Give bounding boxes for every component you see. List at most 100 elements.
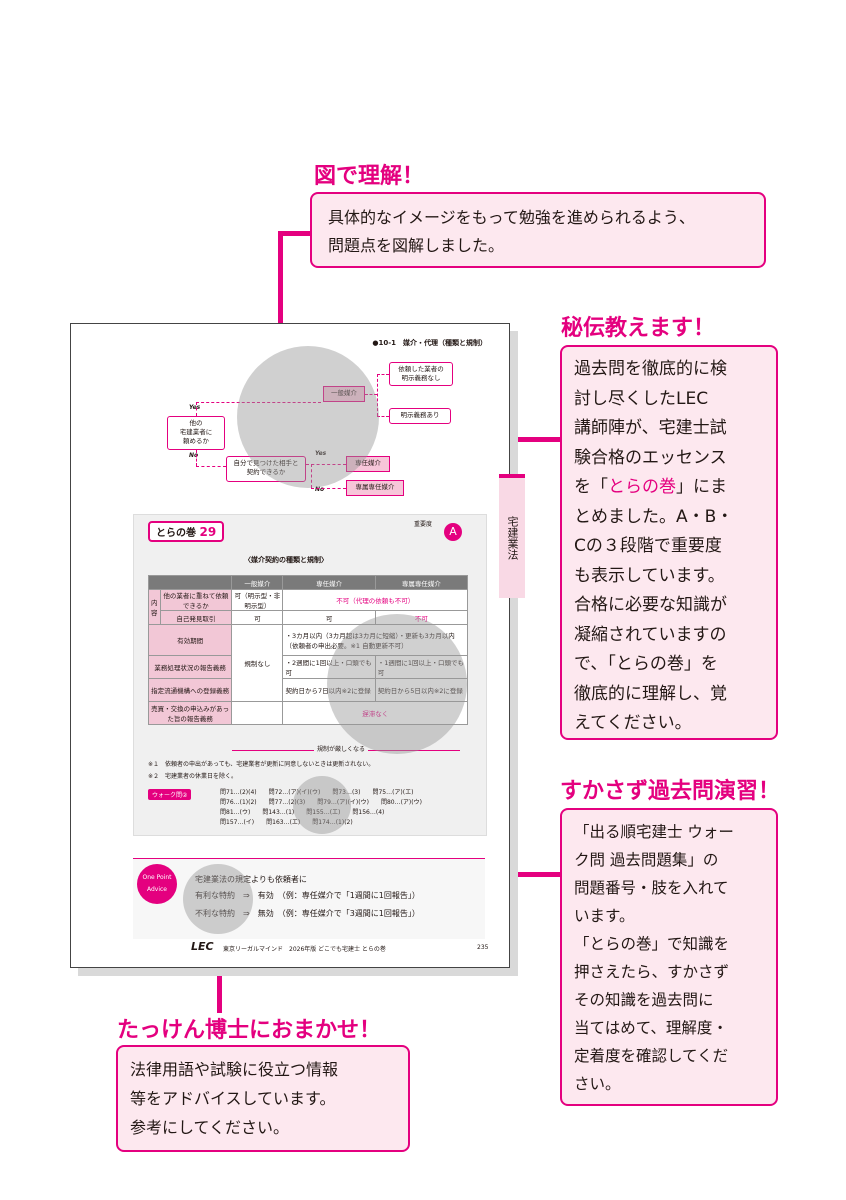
importance-badge: A [444, 523, 462, 541]
callout-hiden-line-10: 凝縮されていますの [574, 624, 727, 645]
connector-zu-vertical [278, 231, 283, 331]
chapter-tab: 宅建業法 [499, 474, 525, 598]
callout-sukasazu: 「出る順宅建士 ウォー ク問 過去問題集」の 問題番号・肢を入れて います。 「… [560, 808, 778, 1106]
side-label: 内容 [148, 589, 161, 625]
walk-line-1: 問71…(2)(4) 問72…(ア)(イ)(ウ) 問73…(3) 問75…(ア)… [220, 789, 414, 796]
cell-3-senin: ・3カ月以内（3カ月超は3カ月に短縮）・更新も3カ月以内（依頼者の申出必要。※1… [282, 624, 468, 656]
note-1: ※１ 依頼者の申出があっても、宅建業者が更新に同意しないときは更新されない。 [148, 761, 375, 768]
cell-3-ippan: 規制なし [231, 624, 284, 702]
callout-hiden-line-7: Cの３段階で重要度 [574, 536, 722, 556]
header-senzoku: 専属専任媒介 [374, 575, 469, 590]
callout-takken-line-1: 法律用語や試験に役立つ情報 [130, 1060, 339, 1079]
tora-block: とらの巻 29 重要度 A 〈媒介契約の種類と規制〉 一般媒介 専任媒介 専属専… [133, 514, 487, 836]
callout-hiden-line-8: も表示しています。 [574, 565, 725, 586]
flow-yes-label: Yes [189, 404, 201, 411]
flow-self-question: 自分で見つけた相手と 契約できるか [226, 456, 306, 482]
cell-4-senzoku: ・1週間に1回以上・口頭でも可 [374, 655, 469, 679]
flow-other-question-line-1: 他の [189, 419, 203, 427]
callout-sukasazu-line-1: 「出る順宅建士 ウォー [574, 823, 734, 841]
onepoint-intro: 宅建業法の規定よりも依頼者に [195, 875, 307, 884]
cell-1-senin: 不可（代理の依頼も不可） [282, 589, 468, 611]
highlight-circle-diagram [237, 346, 379, 488]
callout-takken-line-3: 参考にしてください。 [130, 1118, 290, 1137]
callout-zu-line-1: 具体的なイメージをもって勉強を進められるよう、 [328, 208, 695, 227]
callout-hiden-line-12: 徹底的に理解し、覚 [574, 683, 727, 704]
cell-1-ippan: 可（明示型・非明示型） [231, 589, 284, 611]
flow-disclose-none-line-2: 明示義務なし [401, 374, 441, 382]
callout-sukasazu-line-6: 押さえたら、すかさず [574, 963, 730, 981]
walk-line-3: 問81…(ウ) 問143…(1) 問155…(エ) 問156…(4) [220, 809, 385, 816]
flow-disclose-none-line-1: 依頼した業者の [398, 365, 444, 373]
onepoint-line-2: 不利な特約 ⇒ 無効 （例：専任媒介で「3週間に1回報告」） [195, 909, 420, 918]
footer-publisher: 東京リーガルマインド 2026年版 どこでも宅建士 とらの巻 [223, 946, 386, 953]
tora-title: とらの巻 [156, 528, 196, 539]
cell-2-senin: 可 [282, 610, 376, 625]
header-senin: 専任媒介 [282, 575, 376, 590]
callout-zu-line-2: 問題点を図解しました。 [328, 236, 505, 255]
footer-logo: LEC [191, 940, 214, 953]
flow-other-question-line-2: 宅建業者に [179, 428, 213, 436]
flow-self-question-line-2: 契約できるか [246, 468, 286, 476]
note-2: ※２ 宅建業者の休業日を除く。 [148, 773, 238, 780]
row-label-1: 他の業者に重ねて依頼できるか [159, 589, 233, 611]
row-label-4: 業務処理状況の報告義務 [147, 655, 233, 679]
flow-other-question: 他の 宅建業者に 頼めるか [167, 416, 225, 450]
strictness-note: 規制が厳しくなる [314, 744, 369, 753]
callout-hiden-line-6: とめました。A・B・ [574, 506, 734, 527]
connector-zu [278, 231, 312, 236]
callout-hiden-line-1: 過去問を徹底的に検 [574, 359, 727, 379]
flow-yes-label-2: Yes [315, 450, 327, 457]
callout-takken: 法律用語や試験に役立つ情報 等をアドバイスしています。 参考にしてください。 [116, 1045, 410, 1152]
callout-hiden-line-13: えてください。 [574, 713, 692, 733]
callout-hiden-line-11: で、「とらの巻」を [574, 654, 718, 674]
callout-sukasazu-line-8: 当てはめて、理解度・ [574, 1019, 728, 1037]
walk-line-4: 問157…(イ) 問163…(エ) 問174…(1)(2) [220, 819, 353, 826]
callout-sukasazu-line-10: さい。 [574, 1075, 621, 1093]
callout-sukasazu-line-7: その知識を過去問に [574, 991, 714, 1009]
importance-label: 重要度 [414, 521, 433, 528]
cell-6-senin: 遅滞なく [282, 701, 468, 725]
onepoint-section [133, 858, 485, 939]
callout-hiden-line-2: 討し尽くしたLEC [574, 388, 709, 409]
callout-sukasazu-line-4: います。 [574, 907, 635, 925]
onepoint-badge: One Point Advice [137, 864, 177, 904]
flow-ippan-box: 一般媒介 [323, 386, 365, 402]
callout-zu: 具体的なイメージをもって勉強を進められるよう、 問題点を図解しました。 [310, 192, 766, 268]
footer-page-number: 235 [477, 944, 489, 951]
callout-hiden-line-9: 合格に必要な知識が [574, 595, 727, 615]
callout-hiden-line-3: 講師陣が、宅建士試 [574, 418, 727, 438]
highlight-circle-onepoint [183, 864, 253, 934]
callout-sukasazu-line-9: 定着度を確認してくだ [574, 1047, 729, 1065]
callout-hiden-line-4: 験合格のエッセンス [574, 447, 727, 468]
row-label-5: 指定流通機構への登録義務 [147, 678, 233, 702]
cell-5-senzoku: 契約日から5日以内※2に登録 [374, 678, 469, 702]
flow-no-label-2: No [315, 486, 325, 493]
book-page: ●10-1 媒介・代理（種類と規制） 他の 宅建業者に 頼めるか Yes No … [70, 323, 525, 968]
flow-other-question-line-3: 頼めるか [183, 437, 209, 445]
callout-sukasazu-line-3: 問題番号・肢を入れて [574, 879, 729, 897]
walk-line-2: 問76…(1)(2) 問77…(2)(3) 問79…(ア)(イ)(ウ) 問80…… [220, 799, 422, 806]
callout-hiden-line-5: を「とらの巻」にま [574, 477, 727, 497]
heading-takken: たっけん博士におまかせ！ [117, 1018, 382, 1043]
callout-sukasazu-line-5: 「とらの巻」で知識を [574, 935, 730, 953]
flow-senzoku-box: 専属専任媒介 [346, 480, 404, 496]
heading-zu: 図で理解！ [314, 164, 425, 189]
walk-label: ウォーク問② [148, 789, 192, 800]
cell-5-senin: 契約日から7日以内※2に登録 [282, 678, 376, 702]
flow-senin-box: 専任媒介 [346, 456, 390, 472]
row-label-2: 自己発見取引 [159, 610, 233, 625]
heading-hiden: 秘伝教えます！ [561, 316, 716, 341]
highlight-circle-walk [293, 776, 351, 834]
tora-number: 29 [199, 525, 217, 539]
flow-no-label: No [189, 452, 199, 459]
onepoint-line-1: 有利な特約 ⇒ 有効 （例：専任媒介で「1週間に1回報告」） [195, 891, 420, 900]
callout-takken-line-2: 等をアドバイスしています。 [130, 1089, 336, 1108]
row-label-6: 売買・交換の申込みがあった旨の報告義務 [147, 701, 233, 725]
callout-hiden: 過去問を徹底的に検 討し尽くしたLEC 講師陣が、宅建士試 験合格のエッセンス … [560, 345, 778, 740]
cell-4-senin: ・2週間に1回以上・口頭でも可 [282, 655, 376, 679]
cell-2-ippan: 可 [231, 610, 284, 625]
tora-title-badge: とらの巻 29 [148, 521, 225, 542]
heading-sukasazu: すかさず過去問演習！ [560, 779, 781, 804]
table-title: 〈媒介契約の種類と規制〉 [244, 556, 328, 564]
section-label: ●10-1 媒介・代理（種類と規制） [372, 339, 487, 347]
